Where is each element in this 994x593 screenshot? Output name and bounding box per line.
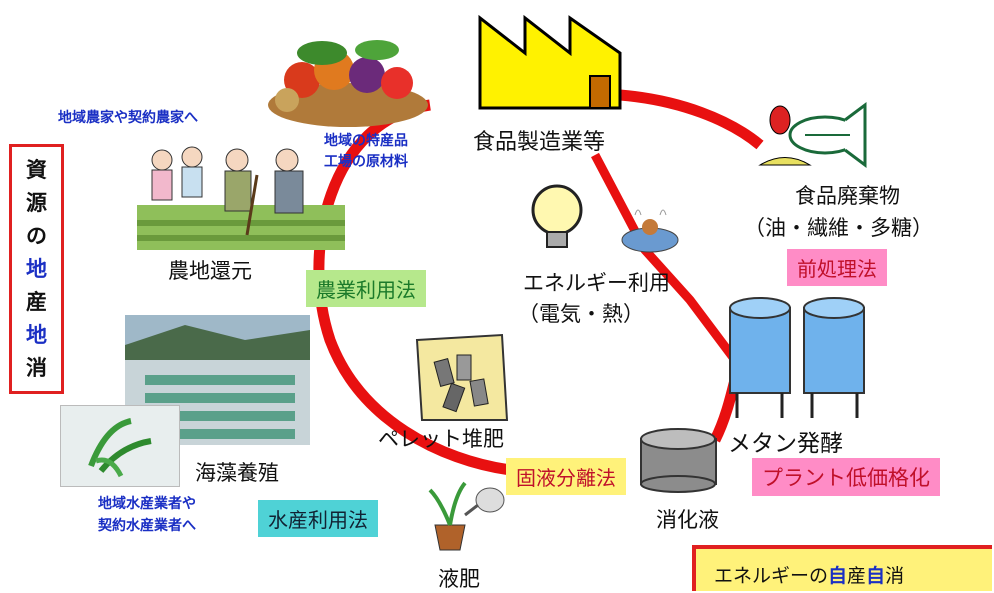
factory-icon bbox=[470, 8, 635, 118]
note-fishers-1: 地域水産業者や bbox=[98, 496, 196, 512]
label-methane: メタン発酵 bbox=[728, 431, 843, 457]
label-factory: 食品製造業等 bbox=[473, 130, 606, 155]
local-char-5: 産 bbox=[26, 289, 47, 314]
note-fishers-2: 契約水産業者へ bbox=[98, 518, 196, 534]
vegetables-image bbox=[262, 35, 434, 130]
label-digest: 消化液 bbox=[656, 508, 719, 532]
food-waste-icon bbox=[755, 95, 870, 175]
digest-tank-icon bbox=[636, 424, 721, 494]
energy-box-p4: 自 bbox=[866, 565, 886, 587]
local-char-4: 地 bbox=[26, 256, 47, 281]
tag-aquatic: 水産利用法 bbox=[258, 500, 378, 537]
note-specialty-2: 工場の原材料 bbox=[324, 154, 408, 170]
tag-pretreatment: 前処理法 bbox=[787, 249, 887, 286]
local-char-2: 源 bbox=[26, 190, 47, 215]
energy-box-p1: エネルギーの bbox=[714, 565, 829, 587]
pellet-bag-icon bbox=[412, 330, 512, 425]
local-char-6: 地 bbox=[26, 322, 47, 347]
tag-plant: プラント低価格化 bbox=[752, 458, 940, 496]
energy-self-box: エネルギーの自産自消 bbox=[692, 545, 992, 591]
energy-box-p3: 産 bbox=[847, 565, 867, 587]
tag-agricultural: 農業利用法 bbox=[306, 270, 426, 307]
local-production-box: 資 源 の 地 産 地 消 bbox=[9, 144, 64, 394]
energy-box-p5: 消 bbox=[885, 565, 905, 587]
label-farm: 農地還元 bbox=[168, 259, 252, 283]
lightbulb-icon bbox=[525, 180, 590, 255]
label-pellet: ペレット堆肥 bbox=[378, 427, 504, 451]
tag-separation: 固液分離法 bbox=[506, 458, 626, 495]
local-char-7: 消 bbox=[26, 355, 47, 380]
local-char-3: の bbox=[26, 223, 47, 248]
seaweed-closeup-photo bbox=[60, 405, 180, 487]
label-food-waste: 食品廃棄物 bbox=[795, 184, 900, 208]
label-food-waste-detail: （油・繊維・多糖） bbox=[744, 216, 933, 240]
watering-plant-icon bbox=[420, 475, 510, 553]
methane-tanks-image bbox=[722, 288, 872, 423]
label-energy-detail: （電気・熱） bbox=[518, 302, 644, 326]
note-farmers: 地域農家や契約農家へ bbox=[58, 110, 198, 126]
label-energy: エネルギー利用 bbox=[523, 271, 670, 295]
energy-box-p2: 自 bbox=[828, 565, 848, 587]
label-seaweed: 海藻養殖 bbox=[195, 461, 279, 485]
label-liquid-fert: 液肥 bbox=[438, 567, 480, 591]
hot-bath-icon bbox=[620, 205, 680, 255]
note-specialty-1: 地域の特産品 bbox=[324, 133, 408, 149]
local-char-1: 資 bbox=[26, 157, 47, 182]
farmers-image bbox=[137, 135, 345, 250]
